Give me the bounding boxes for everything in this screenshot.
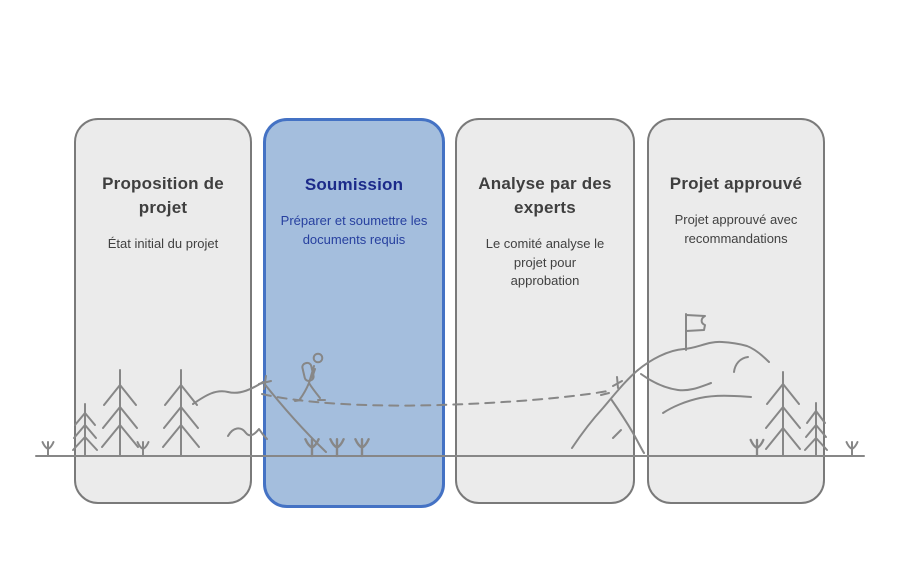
stage-card-analyse: Analyse par des experts Le comité analys…	[455, 118, 635, 504]
stage-card-approuve: Projet approuvé Projet approuvé avec rec…	[647, 118, 825, 504]
stage-card-proposition: Proposition de projet État initial du pr…	[74, 118, 252, 504]
stage-description: État initial du projet	[107, 236, 219, 251]
stage-title: Proposition de projet	[102, 174, 224, 217]
stage-description: Le comité analyse le projet pour approba…	[485, 236, 605, 288]
stage-card-soumission: Soumission Préparer et soumettre les doc…	[263, 118, 445, 508]
stage-title: Analyse par des experts	[478, 174, 612, 217]
stage-title: Projet approuvé	[669, 174, 803, 193]
stage-description: Projet approuvé avec recommandations	[674, 212, 798, 246]
stage-title: Soumission	[304, 175, 404, 194]
stage-description: Préparer et soumettre les documents requ…	[280, 213, 428, 247]
